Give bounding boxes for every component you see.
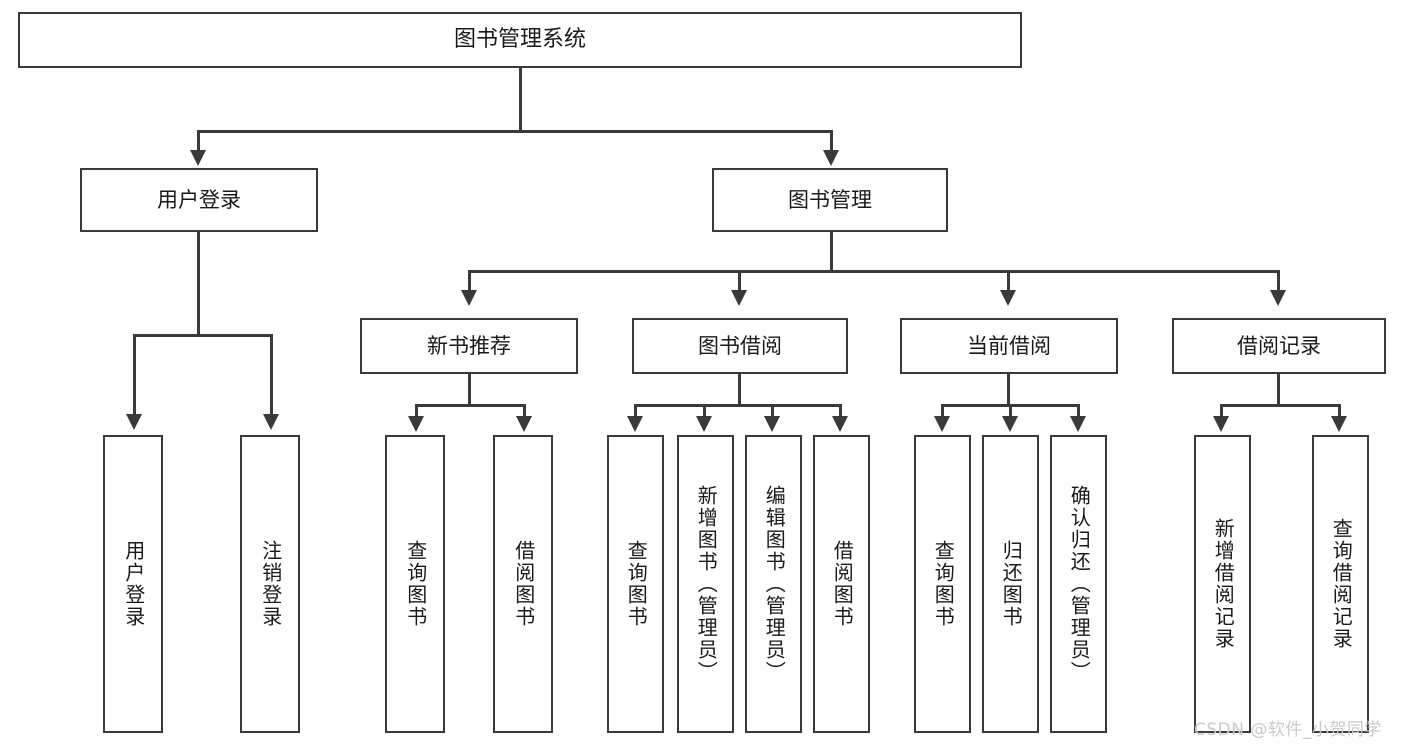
- connector-borrowrecord-to-leaf2: [1338, 404, 1341, 418]
- node-root-system[interactable]: 图书管理系统: [18, 12, 1022, 68]
- arrow-bookmgmt-to-record: [1270, 290, 1286, 306]
- connector-bookmgmt-to-current: [1007, 270, 1010, 292]
- arrow-newbook-to-leaf1: [408, 416, 424, 432]
- leaf-logout-login[interactable]: 注销登录: [240, 435, 300, 733]
- connector-newbook-to-leaf2: [523, 404, 526, 418]
- arrow-borrowrecord-to-leaf2: [1331, 416, 1347, 432]
- connector-bookmgmt-to-record: [1277, 270, 1280, 292]
- leaf-newbook-query-book[interactable]: 查询图书: [385, 435, 445, 733]
- connector-root-to-bookmgmt: [830, 130, 833, 152]
- connector-login-bus: [133, 334, 273, 337]
- connector-bookborrow-stem: [738, 374, 741, 406]
- arrow-login-to-leaf2: [263, 414, 279, 430]
- connector-login-stem: [197, 232, 200, 336]
- arrow-bookborrow-to-leaf2: [696, 416, 712, 432]
- connector-borrowrecord-to-leaf1: [1220, 404, 1223, 418]
- arrow-root-to-login: [190, 150, 206, 166]
- arrow-bookmgmt-to-current: [1000, 290, 1016, 306]
- connector-bookborrow-to-leaf1: [634, 404, 637, 418]
- leaf-currentborrow-return-book[interactable]: 归还图书: [982, 435, 1039, 733]
- arrow-bookborrow-to-leaf3: [764, 416, 780, 432]
- arrow-bookmgmt-to-borrow: [731, 290, 747, 306]
- connector-bookborrow-to-leaf4: [839, 404, 842, 418]
- connector-currentborrow-to-leaf3: [1077, 404, 1080, 418]
- connector-bookborrow-to-leaf3: [771, 404, 774, 418]
- arrow-borrowrecord-to-leaf1: [1213, 416, 1229, 432]
- leaf-borrowrecord-query-record[interactable]: 查询借阅记录: [1312, 435, 1369, 733]
- arrow-bookmgmt-to-new: [461, 290, 477, 306]
- leaf-borrowrecord-add-record[interactable]: 新增借阅记录: [1194, 435, 1251, 733]
- arrow-root-to-bookmgmt: [823, 150, 839, 166]
- leaf-user-login[interactable]: 用户登录: [103, 435, 163, 733]
- node-user-login[interactable]: 用户登录: [80, 168, 318, 232]
- arrow-login-to-leaf1: [126, 414, 142, 430]
- leaf-bookborrow-edit-book-admin[interactable]: 编辑图书（管理员）: [745, 435, 802, 733]
- arrow-currentborrow-to-leaf1: [934, 416, 950, 432]
- leaf-currentborrow-query-book[interactable]: 查询图书: [914, 435, 971, 733]
- arrow-currentborrow-to-leaf2: [1002, 416, 1018, 432]
- node-new-book-recommend[interactable]: 新书推荐: [360, 318, 578, 374]
- node-book-borrow[interactable]: 图书借阅: [632, 318, 848, 374]
- node-borrow-record[interactable]: 借阅记录: [1172, 318, 1386, 374]
- connector-root-stem: [519, 68, 522, 130]
- node-book-management[interactable]: 图书管理: [712, 168, 948, 232]
- connector-root-bus: [197, 130, 833, 133]
- node-current-borrow[interactable]: 当前借阅: [900, 318, 1118, 374]
- connector-login-to-leaf2: [270, 334, 273, 416]
- leaf-currentborrow-confirm-return-admin[interactable]: 确认归还（管理员）: [1050, 435, 1107, 733]
- connector-currentborrow-to-leaf1: [941, 404, 944, 418]
- connector-currentborrow-stem: [1007, 374, 1010, 406]
- connector-newbook-stem: [468, 374, 471, 406]
- leaf-bookborrow-query-book[interactable]: 查询图书: [607, 435, 664, 733]
- connector-borrowrecord-stem: [1277, 374, 1280, 406]
- connector-borrowrecord-bus: [1220, 404, 1341, 407]
- connector-bookmgmt-to-new: [468, 270, 471, 292]
- arrow-bookborrow-to-leaf4: [832, 416, 848, 432]
- connector-newbook-bus: [415, 404, 526, 407]
- connector-root-to-login: [197, 130, 200, 152]
- connector-login-to-leaf1: [133, 334, 136, 416]
- connector-bookmgmt-to-borrow: [738, 270, 741, 292]
- connector-currentborrow-to-leaf2: [1009, 404, 1012, 418]
- connector-bookborrow-to-leaf2: [703, 404, 706, 418]
- arrow-bookborrow-to-leaf1: [627, 416, 643, 432]
- arrow-newbook-to-leaf2: [516, 416, 532, 432]
- leaf-newbook-borrow-book[interactable]: 借阅图书: [493, 435, 553, 733]
- leaf-bookborrow-borrow-book[interactable]: 借阅图书: [813, 435, 870, 733]
- connector-newbook-to-leaf1: [415, 404, 418, 418]
- arrow-currentborrow-to-leaf3: [1070, 416, 1086, 432]
- connector-bookborrow-bus: [634, 404, 841, 407]
- leaf-bookborrow-add-book-admin[interactable]: 新增图书（管理员）: [677, 435, 734, 733]
- connector-bookmgmt-stem: [830, 232, 833, 272]
- connector-bookmgmt-bus: [468, 270, 1280, 273]
